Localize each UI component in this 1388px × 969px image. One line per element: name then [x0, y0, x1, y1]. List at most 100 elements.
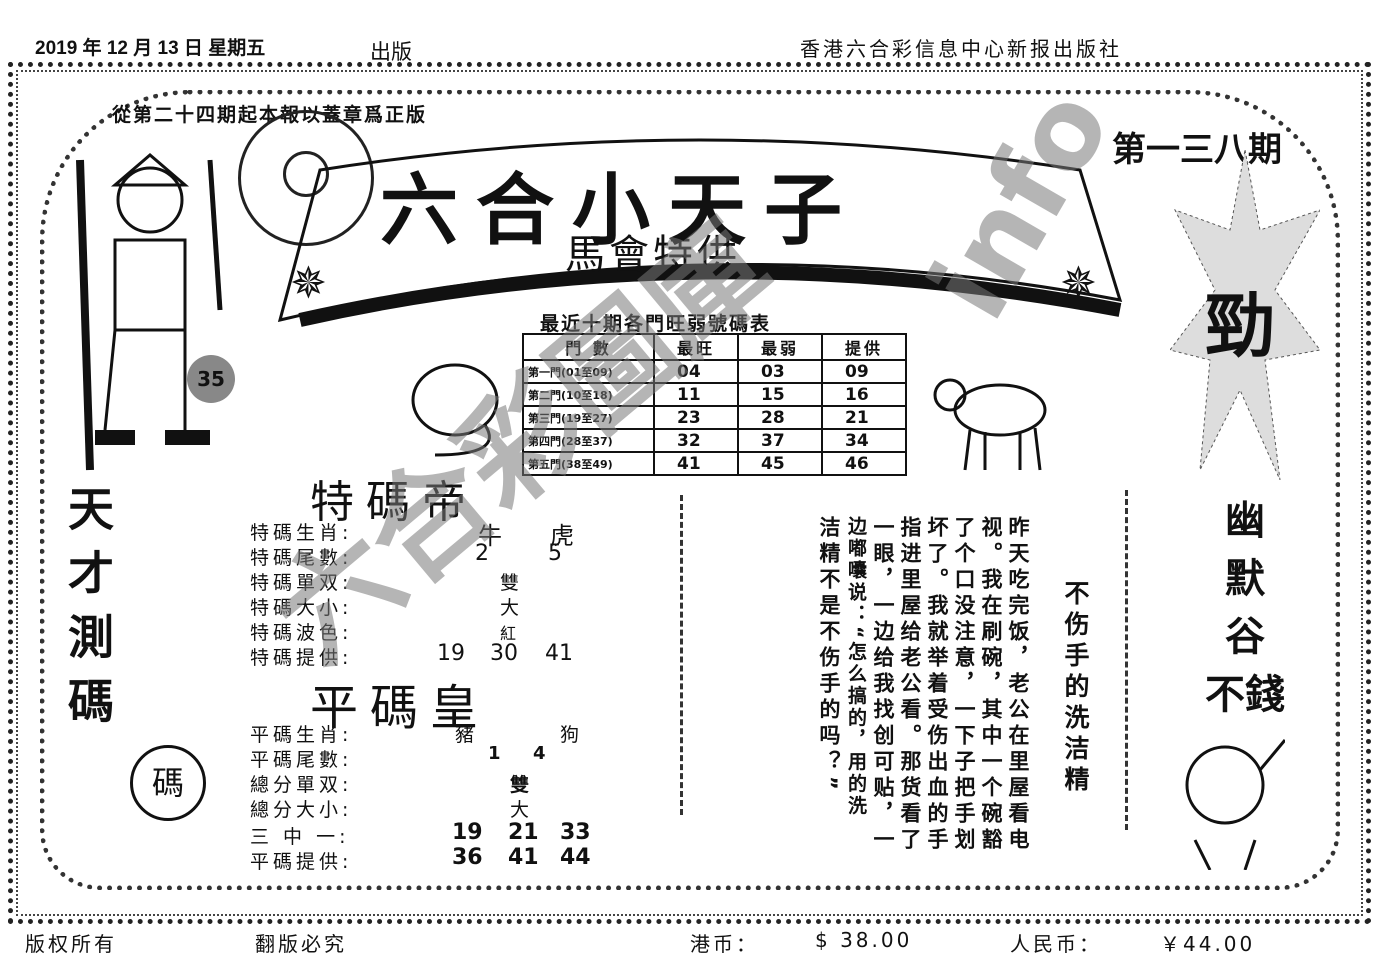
- row-value: 4: [533, 743, 546, 764]
- cold-cell: 03: [737, 359, 823, 384]
- rmb-label: 人民币：: [1010, 932, 1102, 956]
- hot-cell: 04: [653, 359, 739, 384]
- decorative-line: [1125, 490, 1128, 830]
- row-label: 特碼尾數:: [250, 547, 353, 569]
- hot-cell: 23: [653, 405, 739, 430]
- joke-caption: 不伤手的洗洁精: [1061, 580, 1090, 797]
- row-value: 狗: [560, 724, 580, 746]
- joke-column: 视。我在刷碗，其中一个碗豁: [979, 516, 1003, 854]
- row-value: 雙: [500, 572, 520, 594]
- cold-cell: 45: [737, 451, 823, 476]
- pick-cell: 09: [821, 359, 907, 384]
- row-label: 平碼生肖:: [250, 724, 353, 746]
- row-value: 虎: [550, 522, 574, 550]
- code-badge: 碼: [130, 745, 206, 821]
- col-header: 最旺: [653, 333, 739, 361]
- row-label: 特碼大小:: [250, 597, 353, 619]
- pick-cell: 34: [821, 428, 907, 453]
- joke-column: 了个口没注意，一下子把手划: [952, 516, 976, 854]
- col-header: 門 數: [522, 333, 655, 361]
- cold-cell: 37: [737, 428, 823, 453]
- issue-date: 2019 年 12 月 13 日 星期五: [35, 38, 266, 59]
- row-label: 總分大小:: [250, 799, 353, 821]
- row-value: 33: [560, 820, 591, 845]
- starburst: [1170, 150, 1320, 480]
- rights-text: 翻版必究: [255, 932, 347, 956]
- right-title-char: 幽: [1225, 498, 1265, 544]
- burst-character: 勁: [1205, 284, 1275, 367]
- row-value: 41: [545, 641, 573, 666]
- copyright-text: 版权所有: [25, 932, 117, 956]
- row-value: 21: [508, 820, 539, 845]
- authenticity-notice: 從第二十四期起本報以蓋章爲正版: [112, 104, 428, 126]
- pick-cell: 16: [821, 382, 907, 407]
- hkd-label: 港币：: [690, 932, 759, 956]
- group-cell: 第四門(28至37): [522, 428, 655, 453]
- special-title: 特碼帝: [310, 477, 478, 528]
- row-value: 2: [475, 541, 489, 566]
- row-value: 豬: [455, 724, 475, 746]
- right-title-char: 谷: [1225, 614, 1265, 660]
- outer-border: [8, 62, 1371, 924]
- pick-cell: 46: [821, 451, 907, 476]
- right-vertical-title: 幽 默 谷 不錢: [1185, 492, 1305, 724]
- table-title: 最近十期各門旺弱號碼表: [540, 313, 772, 335]
- joke-column: 洁精不是不伤手的吗？”: [817, 516, 841, 795]
- row-value: 36: [452, 845, 483, 870]
- row-label: 特碼單双:: [250, 572, 353, 594]
- row-label: 特碼提供:: [250, 647, 353, 669]
- row-label: 特碼生肖:: [250, 522, 353, 544]
- paper-title: 六合小天子: [380, 165, 861, 256]
- row-value: 雙: [510, 774, 530, 796]
- row-value: 牛: [478, 522, 502, 550]
- cold-cell: 28: [737, 405, 823, 430]
- group-cell: 第一門(01至09): [522, 359, 655, 384]
- row-value: 5: [548, 541, 562, 566]
- hot-cell: 11: [653, 382, 739, 407]
- flower-icon: [283, 151, 329, 197]
- hkd-price: $ 38.00: [815, 928, 913, 952]
- row-value: 19: [452, 820, 483, 845]
- rat-illustration: [411, 363, 499, 457]
- row-value: 19: [437, 641, 465, 666]
- rmb-price: ￥44.00: [1160, 932, 1256, 956]
- joke-column: 坏了。我就举着受伤出血的手: [925, 516, 949, 854]
- left-vertical-title: 天才測碼: [61, 485, 115, 741]
- pick-cell: 21: [821, 405, 907, 430]
- group-cell: 第三門(19至27): [522, 405, 655, 430]
- col-header: 最弱: [737, 333, 823, 361]
- stamp-seal: [238, 110, 374, 246]
- ox-illustration: [933, 378, 1047, 471]
- joke-column: 边嘟囔说：“怎么搞的，用的洗: [845, 516, 867, 818]
- published-label: 出版: [370, 41, 412, 64]
- col-header: 提供: [821, 333, 907, 361]
- row-value: 大: [500, 597, 520, 619]
- joke-column: 指进里屋给老公看。那货看了: [898, 516, 922, 854]
- row-value: 紅: [500, 624, 517, 643]
- row-label: 特碼波色:: [250, 622, 353, 644]
- group-cell: 第二門(10至18): [522, 382, 655, 407]
- joke-column: 一眼，一边给我找创可贴，一: [871, 516, 895, 854]
- hot-cell: 32: [653, 428, 739, 453]
- compass-star-icon: ✵: [1060, 258, 1097, 309]
- hunter-cartoon: [76, 153, 223, 471]
- decorative-line: [680, 495, 683, 815]
- issue-number: 第一三八期: [1112, 130, 1282, 170]
- row-label: 平碼提供:: [250, 851, 353, 873]
- right-title-char: 默: [1225, 556, 1265, 602]
- table-header-row: 門 數 最旺 最弱 提供: [522, 333, 907, 361]
- row-value: 44: [560, 845, 591, 870]
- row-value: 1: [488, 743, 501, 764]
- joke-column: 昨天吃完饭，老公在里屋看电: [1006, 516, 1030, 854]
- row-label: 三 中 一:: [250, 826, 350, 848]
- row-value: 30: [490, 641, 518, 666]
- pirate-cartoon: [1185, 739, 1285, 870]
- hot-cell: 41: [653, 451, 739, 476]
